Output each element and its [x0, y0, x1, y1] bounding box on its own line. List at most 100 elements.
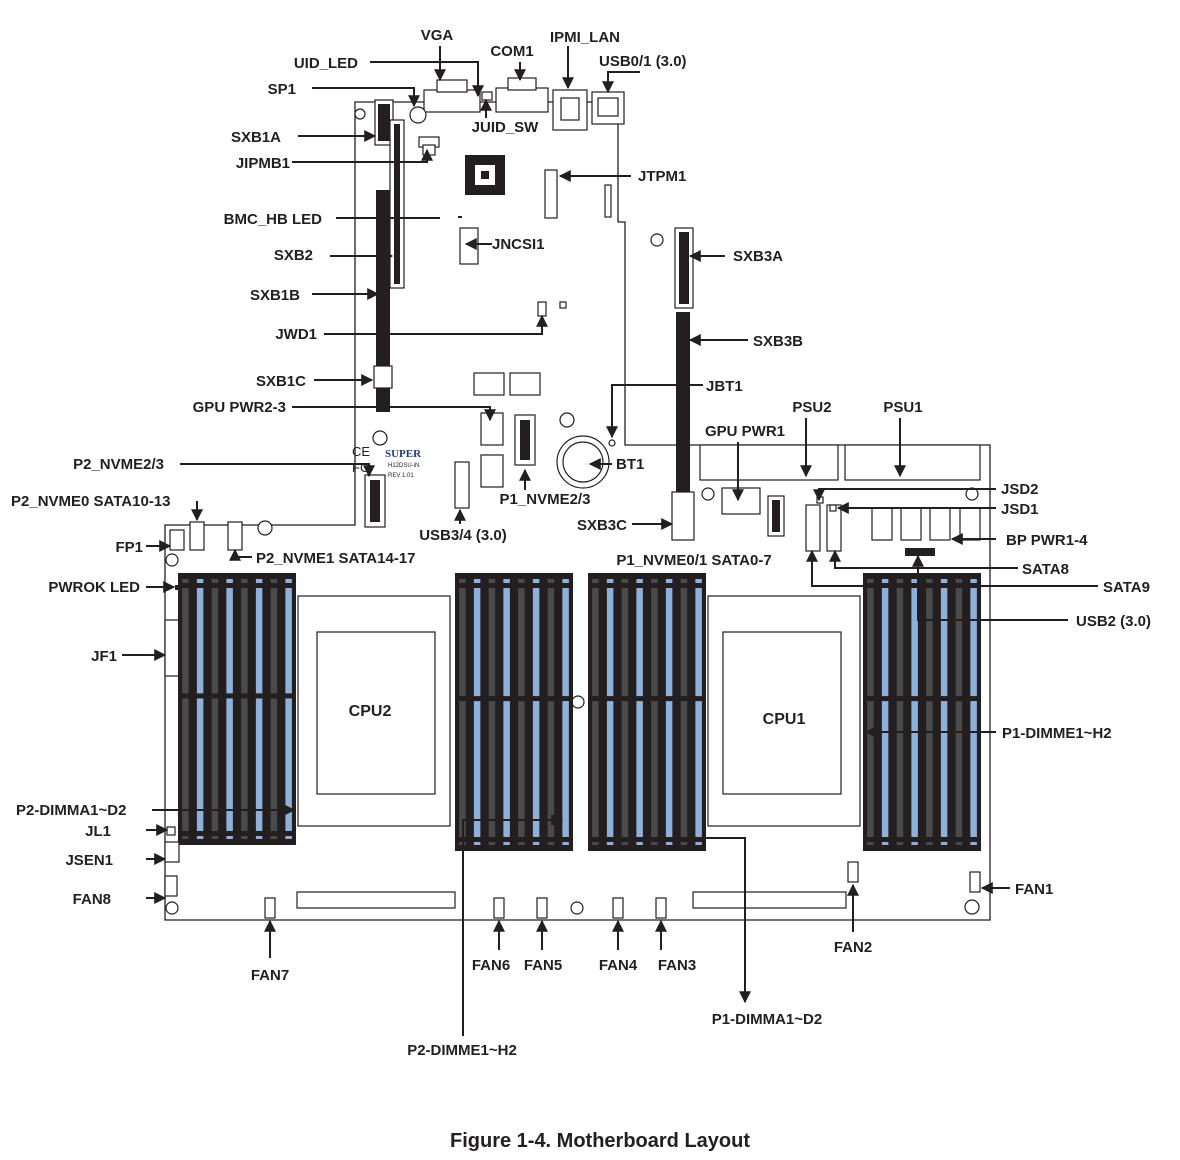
label-gpu-pwr1: GPU PWR1: [705, 423, 785, 440]
label-com1: COM1: [490, 43, 533, 60]
label-fan8: FAN8: [73, 891, 111, 908]
dimm-slot: [621, 579, 629, 845]
label-cpu1: CPU1: [763, 711, 806, 728]
label-jbt1: JBT1: [706, 378, 743, 395]
dimm-slot: [955, 579, 963, 845]
battery-bt1: [556, 435, 616, 489]
label-p1-nvme23: P1_NVME2/3: [500, 491, 591, 508]
label-sata9: SATA9: [1103, 579, 1150, 596]
label-bp-pwr: BP PWR1-4: [1006, 532, 1088, 549]
label-jipmb1: JIPMB1: [236, 155, 290, 172]
label-jsd1: JSD1: [1001, 501, 1039, 518]
label-jl1: JL1: [85, 823, 111, 840]
dimm-slot: [547, 579, 555, 845]
dimm-slot: [255, 579, 263, 839]
label-juid-sw: JUID_SW: [472, 119, 540, 136]
dimm-slot: [665, 579, 673, 845]
supermicro-logo: SUPER: [385, 448, 422, 460]
dimm-bank-p2-a-d: [178, 573, 296, 845]
label-sxb3b: SXB3B: [753, 333, 803, 350]
dimm-slot: [940, 579, 948, 845]
label-jtpm1: JTPM1: [638, 168, 686, 185]
label-p1-dimme: P1-DIMME1~H2: [1002, 725, 1112, 742]
label-psu1: PSU1: [883, 399, 922, 416]
dimm-slot: [926, 579, 933, 845]
dimm-slot: [867, 579, 874, 845]
label-p2-dimma: P2-DIMMA1~D2: [16, 802, 126, 819]
label-sata8: SATA8: [1022, 561, 1069, 578]
fc-mark: FC: [352, 460, 369, 475]
dimm-bank-p1-a-d: [588, 573, 706, 851]
label-psu2: PSU2: [792, 399, 831, 416]
leader-lines: [122, 46, 1098, 1036]
label-jf1: JF1: [91, 648, 117, 665]
dimm-slot: [651, 579, 658, 845]
dimm-slot: [182, 579, 189, 839]
label-usb2: USB2 (3.0): [1076, 613, 1151, 630]
label-jncsi1: JNCSI1: [492, 236, 545, 253]
label-p2-nvme0: P2_NVME0 SATA10-13: [11, 493, 171, 510]
dimm-slot: [606, 579, 614, 845]
label-p1-nvme01: P1_NVME0/1 SATA0-7: [616, 552, 771, 569]
dimm-slot: [503, 579, 510, 845]
dimm-slot: [459, 579, 466, 845]
dimm-slot: [970, 579, 977, 845]
dimm-bank-p2-e-h: [455, 573, 573, 851]
bmc-chip: [465, 155, 505, 195]
label-sxb1c: SXB1C: [256, 373, 306, 390]
psu-area: [699, 444, 981, 556]
dimm-banks: [178, 573, 981, 851]
label-cpu2: CPU2: [349, 703, 392, 720]
label-gpu-pwr23: GPU PWR2-3: [193, 399, 286, 416]
label-pwrok-led: PWROK LED: [48, 579, 140, 596]
label-jsen1: JSEN1: [65, 852, 113, 869]
label-usb01: USB0/1 (3.0): [599, 53, 687, 70]
dimm-slot: [270, 579, 278, 839]
rear-io: [354, 77, 625, 131]
label-fan1: FAN1: [1015, 881, 1053, 898]
label-sxb3a: SXB3A: [733, 248, 783, 265]
label-bt1: BT1: [616, 456, 644, 473]
board-rev: REV 1.01: [388, 473, 414, 479]
label-fan6: FAN6: [472, 957, 510, 974]
dimm-slot: [636, 579, 643, 845]
callout-labels: VGA UID_LED COM1 IPMI_LAN USB0/1 (3.0) S…: [11, 27, 1151, 1059]
dimm-slot: [473, 579, 481, 845]
dimm-slot: [196, 579, 204, 839]
dimm-slot: [532, 579, 540, 845]
label-sxb1b: SXB1B: [250, 287, 300, 304]
dimm-bank-p1-e-h: [863, 573, 981, 851]
dimm-slot: [896, 579, 904, 845]
label-fan2: FAN2: [834, 939, 872, 956]
dimm-slot: [695, 579, 702, 845]
dimm-slot: [241, 579, 248, 839]
dimm-slot: [562, 579, 569, 845]
figure-caption: Figure 1-4. Motherboard Layout: [450, 1130, 750, 1152]
label-sp1: SP1: [268, 81, 296, 98]
label-fan5: FAN5: [524, 957, 562, 974]
dimm-slot: [285, 579, 292, 839]
tpm-headers: [458, 169, 664, 317]
label-bmc-hb-led: BMC_HB LED: [224, 211, 323, 228]
dimm-slot: [211, 579, 219, 839]
ce-mark: CE: [352, 444, 370, 459]
label-sxb1a: SXB1A: [231, 129, 281, 146]
label-ipmi-lan: IPMI_LAN: [550, 29, 620, 46]
pcie-slot-sxb3: [671, 227, 695, 541]
label-fan4: FAN4: [599, 957, 638, 974]
label-p2-nvme1: P2_NVME1 SATA14-17: [256, 550, 416, 567]
dimm-slot: [488, 579, 496, 845]
label-p1-dimma: P1-DIMMA1~D2: [712, 1011, 822, 1028]
label-jwd1: JWD1: [275, 326, 317, 343]
label-usb34: USB3/4 (3.0): [419, 527, 507, 544]
label-uid-led: UID_LED: [294, 55, 358, 72]
label-p2-nvme23: P2_NVME2/3: [73, 456, 164, 473]
label-fan7: FAN7: [251, 967, 289, 984]
cpu-sockets: [297, 595, 861, 827]
label-sxb3c: SXB3C: [577, 517, 627, 534]
dimm-slot: [226, 579, 233, 839]
dimm-slot: [881, 579, 889, 845]
label-fp1: FP1: [115, 539, 143, 556]
label-sxb2: SXB2: [274, 247, 313, 264]
